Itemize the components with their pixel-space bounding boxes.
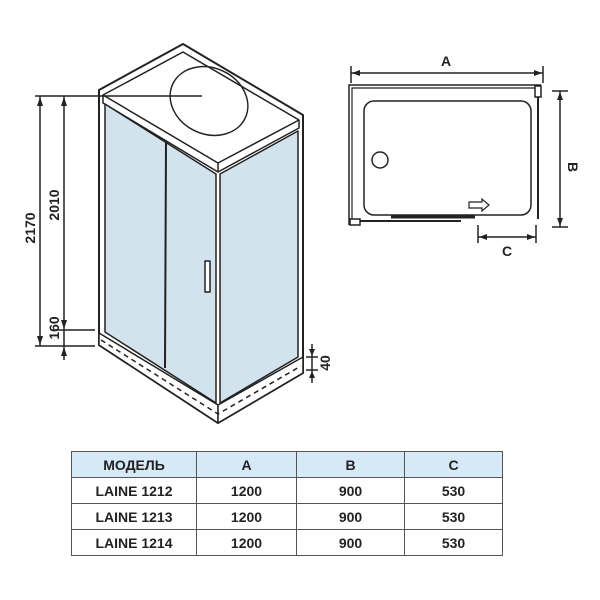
- cell-a: 1200: [196, 503, 297, 530]
- cell-model: LAINE 1212: [71, 477, 197, 504]
- shower-tray: [363, 100, 532, 216]
- label-b: B: [565, 162, 581, 172]
- table-header-row: МОДЕЛЬ A B C: [71, 451, 503, 478]
- cell-model: LAINE 1213: [71, 503, 197, 530]
- cell-a: 1200: [196, 477, 297, 504]
- corner-post: [349, 218, 361, 226]
- roof-dome: [169, 65, 249, 137]
- cell-b: 900: [296, 503, 405, 530]
- dim-40: 40: [317, 355, 333, 371]
- cell-b: 900: [296, 529, 405, 556]
- cell-c: 530: [404, 477, 503, 504]
- table-row: LAINE 1214 1200 900 530: [71, 529, 503, 556]
- header-b: B: [296, 451, 405, 478]
- glass-side-panel: [219, 130, 299, 404]
- cell-b: 900: [296, 477, 405, 504]
- dim-2170: 2170: [22, 212, 38, 243]
- table-row: LAINE 1212 1200 900 530: [71, 477, 503, 504]
- label-a: A: [441, 53, 451, 69]
- cell-c: 530: [404, 529, 503, 556]
- arrow-right-icon: [468, 197, 490, 213]
- tray-dashed-line: [100, 339, 302, 415]
- corner-post: [534, 85, 542, 98]
- cell-model: LAINE 1214: [71, 529, 197, 556]
- tray-side: [217, 356, 304, 424]
- model-dimensions-table: МОДЕЛЬ A B C LAINE 1212 1200 900 530 LAI…: [71, 451, 503, 556]
- header-c: C: [404, 451, 503, 478]
- door-divider: [164, 141, 167, 369]
- dim-160: 160: [46, 316, 62, 340]
- height-dimensions: [35, 95, 318, 383]
- label-c: C: [502, 243, 512, 259]
- header-model: МОДЕЛЬ: [71, 451, 197, 478]
- cabin-isometric: [98, 43, 304, 424]
- header-a: A: [196, 451, 297, 478]
- table-row: LAINE 1213 1200 900 530: [71, 503, 503, 530]
- cell-c: 530: [404, 503, 503, 530]
- door-handle: [204, 260, 211, 293]
- plan-frame: [348, 84, 541, 225]
- plan-view: [348, 66, 568, 243]
- drain-icon: [371, 151, 389, 169]
- cell-a: 1200: [196, 529, 297, 556]
- dim-2010: 2010: [46, 189, 62, 220]
